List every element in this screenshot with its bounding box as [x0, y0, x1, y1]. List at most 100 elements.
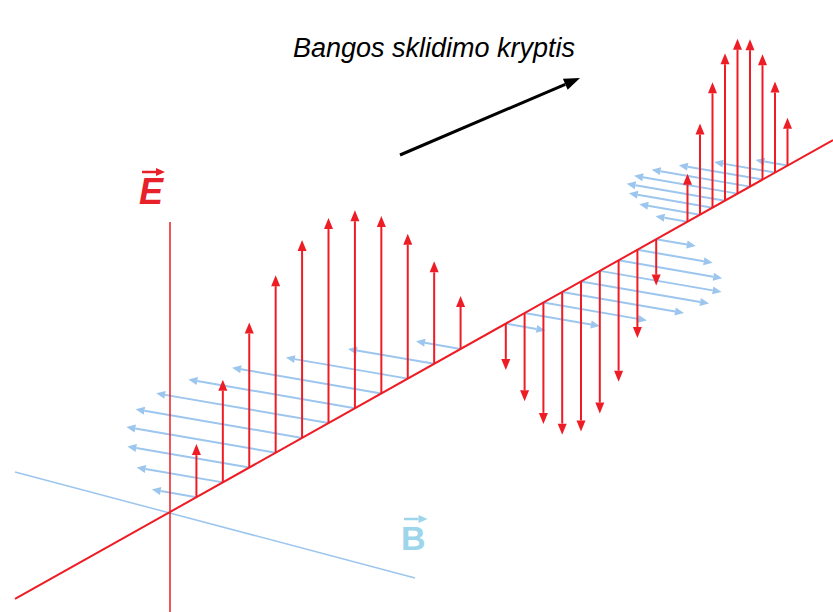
direction-label: Bangos sklidimo kryptis: [293, 35, 575, 62]
e-field-vector: [542, 303, 544, 413]
e-field-vector-head: [696, 124, 705, 135]
b-field-label: B: [401, 521, 426, 555]
e-field-vector: [724, 64, 726, 200]
e-field-vector-head: [577, 420, 586, 431]
b-field-vector-head: [126, 425, 136, 433]
b-field-vector-head: [714, 160, 724, 168]
e-field-vector-head: [558, 424, 567, 435]
e-field-vector-head: [430, 261, 439, 272]
e-field-vector-head: [192, 444, 201, 455]
b-field-vector-head: [136, 407, 146, 415]
b-field-vector: [241, 369, 381, 393]
b-field-vector-head: [674, 308, 684, 316]
e-field-vector: [407, 245, 409, 379]
e-field-vector-head: [771, 81, 780, 92]
b-field-vector-head: [629, 191, 639, 199]
propagation-axis: [15, 140, 833, 599]
e-field-vector: [433, 272, 435, 364]
e-field-vector: [460, 307, 462, 349]
b-field-vector: [543, 303, 638, 319]
b-field-vector-head: [286, 355, 296, 363]
e-field-vector-head: [403, 234, 412, 245]
b-field-vector: [161, 491, 197, 497]
e-field-vector-head: [683, 174, 692, 185]
b-field-vector-head: [348, 347, 358, 355]
b-field-vector: [643, 177, 738, 193]
e-field-vector-head: [520, 390, 529, 401]
b-field-vector-head: [756, 158, 766, 166]
e-field-vector: [505, 324, 507, 359]
b-field-vector-head: [639, 202, 649, 210]
b-field-vector-head: [637, 315, 647, 323]
b-field-vector-head: [652, 167, 662, 175]
e-field-vector: [301, 251, 303, 438]
e-field-vector-head: [501, 359, 510, 370]
e-field-vector: [222, 391, 224, 483]
e-field-vector-head: [652, 275, 661, 286]
e-field-vector: [712, 93, 714, 207]
b-field-vector-head: [686, 241, 696, 249]
e-field-vector-head: [245, 323, 254, 334]
e-field-vector: [787, 129, 789, 166]
b-field-vector: [295, 359, 408, 379]
b-field-vector-head: [713, 273, 723, 281]
b-field-vector-head: [188, 377, 198, 385]
b-field-vector: [648, 206, 700, 215]
b-field-vector: [506, 324, 537, 329]
b-field-vector-head: [127, 444, 137, 452]
e-field-vector-head: [539, 413, 548, 424]
b-field-vector-head: [627, 181, 637, 189]
e-field-vector-head: [271, 275, 280, 286]
b-field-vector-head: [590, 321, 600, 329]
b-field-vector: [136, 448, 249, 468]
vector-sign: [404, 518, 419, 521]
e-field-vector: [749, 50, 751, 186]
e-field-vector: [599, 271, 601, 403]
e-field-vector-head: [758, 54, 767, 65]
e-field-vector: [561, 292, 563, 424]
b-field-vector-head: [137, 465, 147, 473]
b-field-vector: [664, 218, 687, 222]
e-field-vector-head: [377, 216, 386, 227]
e-field-vector: [275, 286, 277, 453]
e-field-vector-head: [456, 296, 465, 307]
e-field-vector-head: [350, 210, 359, 221]
e-field-vector: [737, 50, 739, 194]
e-field-vector: [636, 250, 638, 327]
e-axis: [169, 222, 171, 612]
e-field-vector: [774, 92, 776, 172]
e-field-vector: [762, 65, 764, 179]
e-field-vector: [195, 455, 197, 497]
e-field-vector: [618, 260, 620, 370]
e-field-vector-head: [721, 53, 730, 64]
b-field-vector-head: [656, 214, 666, 222]
b-field-vector-head: [152, 487, 162, 495]
e-field-vector: [328, 229, 330, 423]
e-field-vector-head: [633, 327, 642, 338]
b-field-vector-head: [416, 339, 426, 347]
b-field-vector: [619, 260, 714, 276]
propagation-arrow-head: [563, 78, 580, 90]
b-field-vector: [425, 343, 461, 349]
e-field-label: E: [139, 174, 163, 210]
e-field-vector-head: [614, 371, 623, 382]
b-field-vector-head: [232, 365, 242, 373]
b-field-vector: [357, 350, 434, 363]
b-field-vector: [637, 250, 703, 261]
e-field-vector: [699, 135, 701, 215]
b-field-vector-head: [712, 286, 722, 294]
e-field-vector-head: [783, 118, 792, 129]
e-field-vector: [580, 281, 582, 420]
e-field-vector: [354, 221, 356, 408]
e-field-vector-head: [298, 240, 307, 251]
e-field-vector-head: [324, 218, 333, 229]
b-field-vector-head: [679, 163, 689, 171]
e-field-vector: [248, 334, 250, 468]
b-field-vector-head: [634, 173, 644, 181]
b-field-vector: [656, 239, 687, 244]
e-field-vector: [687, 185, 689, 222]
e-field-vector: [380, 227, 382, 394]
b-field-vector-head: [700, 298, 710, 306]
e-field-vector-head: [733, 39, 742, 50]
propagation-arrow: [400, 84, 565, 155]
